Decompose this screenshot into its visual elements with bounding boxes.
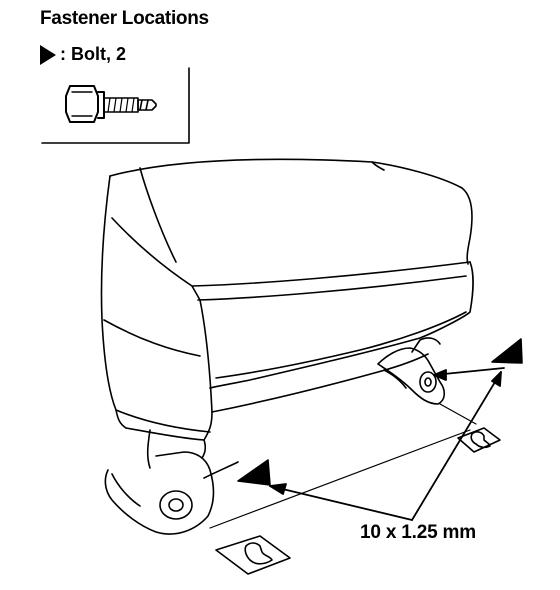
floor-slot-left xyxy=(215,535,291,575)
seat-cushion xyxy=(100,158,474,433)
triangle-marker-icon xyxy=(237,459,271,486)
bolt-size-callout: 10 x 1.25 mm xyxy=(360,522,476,543)
right-bolt-hole xyxy=(419,371,437,393)
bolt-marker-left xyxy=(237,459,271,486)
bolt-legend-frame xyxy=(41,67,190,144)
bolt-marker-right xyxy=(491,338,523,364)
arrow-icon xyxy=(269,485,413,521)
bolt-legend: : Bolt, 2 xyxy=(40,44,126,65)
left-rail-bracket xyxy=(104,411,239,535)
triangle-marker-icon xyxy=(491,338,523,364)
floor-lines xyxy=(209,403,477,529)
flange-bolt-icon xyxy=(65,85,157,123)
triangle-marker-icon xyxy=(40,44,56,65)
right-rail-bracket xyxy=(377,337,446,405)
arrow-icon xyxy=(411,371,502,521)
floor-slot-right xyxy=(457,427,501,453)
spec-leader-lines xyxy=(269,367,505,521)
left-bolt-hole xyxy=(159,490,193,520)
bolt-legend-label: : Bolt, 2 xyxy=(60,44,126,64)
page-title: Fastener Locations xyxy=(40,8,209,29)
